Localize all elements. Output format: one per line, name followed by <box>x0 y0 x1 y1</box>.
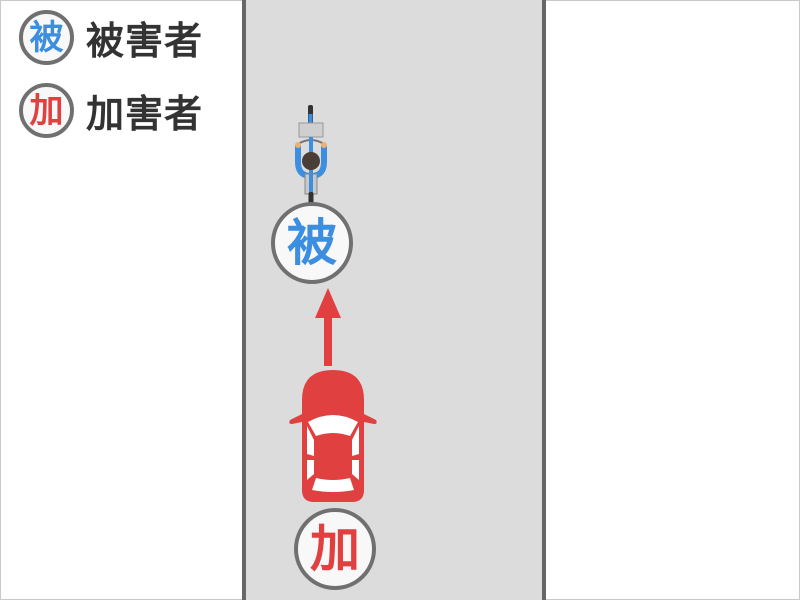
car-icon <box>289 370 377 502</box>
legend-perpetrator: 加 加害者 <box>19 83 203 138</box>
bicycle-icon <box>295 105 327 204</box>
perpetrator-legend-badge: 加 <box>19 83 74 138</box>
victim-badge: 被 <box>271 202 353 284</box>
legend-victim: 被 被害者 <box>19 10 203 65</box>
direction-arrow-icon <box>315 288 341 366</box>
victim-legend-label: 被害者 <box>86 19 204 63</box>
road-left-edge-line <box>242 0 246 600</box>
road-right-edge-line <box>542 0 546 600</box>
perpetrator-badge: 加 <box>294 508 376 590</box>
victim-legend-badge: 被 <box>19 10 74 65</box>
road <box>243 0 546 600</box>
perpetrator-legend-label: 加害者 <box>86 92 204 136</box>
